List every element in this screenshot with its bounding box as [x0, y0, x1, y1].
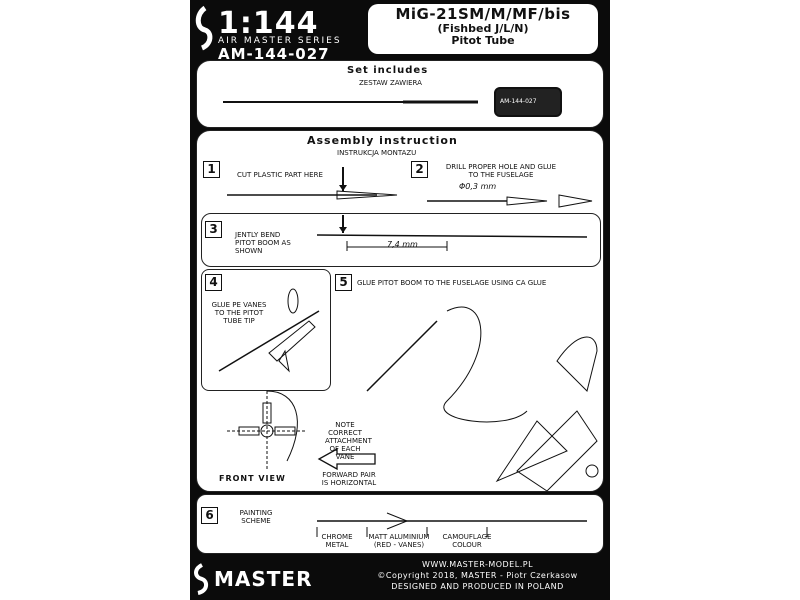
pe-fret-icon: AM-144-027 [494, 87, 562, 117]
step-4-drawing [218, 288, 320, 373]
vane-note: Note correct attachment of each vane [325, 421, 372, 461]
product-title: MiG-21SM/M/MF/bis [395, 5, 571, 23]
paint-scheme-drawing [316, 512, 587, 537]
assembly-subheading: Instrukcja montazu [337, 149, 417, 157]
master-footer-logo-icon [194, 563, 209, 595]
website-url: WWW.MASTER-MODEL.PL [421, 560, 534, 569]
scale-label: 1:144 [218, 6, 319, 41]
step-1-text: Cut plastic part here [237, 171, 323, 179]
step-2-text: Drill proper hole and glue to the fusela… [445, 163, 557, 179]
step-4-box [201, 269, 331, 391]
front-view-drawing [227, 390, 307, 471]
paint-label-aluminium: Matt aluminium (Red - Vanes) [368, 533, 430, 549]
forward-arrow-icon [317, 447, 376, 471]
pe-fret-label: AM-144-027 [500, 98, 537, 105]
master-logo-text: MASTER [214, 567, 313, 591]
step-3-drawing [316, 215, 588, 251]
paint-label-camouflage: Camouflage colour [442, 533, 492, 549]
step-4-text: Glue PE vanes to the pitot tube tip [211, 301, 267, 325]
step-6-panel: 6 Painting scheme Chrome metal Matt alum… [196, 494, 604, 554]
step-3-number: 3 [205, 221, 222, 238]
made-in-text: DESIGNED AND PRODUCED IN POLAND [391, 582, 564, 591]
set-includes-panel: Set includes Zestaw zawiera AM-144-027 [196, 60, 604, 128]
series-label: AIR MASTER SERIES [218, 36, 342, 46]
step-3-text: Jently bend pitot boom as shown [235, 231, 291, 255]
step-2-number: 2 [411, 161, 428, 178]
footer: MASTER WWW.MASTER-MODEL.PL ©Copyright 20… [190, 555, 610, 600]
step-6-text: Painting scheme [239, 509, 273, 525]
pitot-tube-part-icon [223, 100, 478, 104]
product-card: 1:144 AIR MASTER SERIES AM-144-027 MiG-2… [190, 0, 610, 600]
step-5-number: 5 [335, 274, 352, 291]
step-6-number: 6 [201, 507, 218, 524]
assembly-panel: Assembly instruction Instrukcja montazu … [196, 130, 604, 492]
product-title-variant: (Fishbed J/L/N) [437, 22, 529, 35]
front-view-label: FRONT VIEW [219, 474, 286, 483]
copyright-text: ©Copyright 2018, MASTER - Piotr Czerkaso… [377, 571, 578, 580]
title-box: MiG-21SM/M/MF/bis (Fishbed J/L/N) Pitot … [368, 4, 598, 54]
step-2-dimension: Φ0,3 mm [459, 182, 497, 191]
step-4-number: 4 [205, 274, 222, 291]
paint-label-chrome: Chrome metal [321, 533, 353, 549]
product-code: AM-144-027 [218, 45, 330, 63]
step-1-drawing [227, 167, 398, 200]
assembly-heading: Assembly instruction [307, 134, 458, 147]
step-5-drawing [366, 306, 599, 492]
forward-note: Forward pair is horizontal [321, 471, 377, 487]
product-subtitle: MiG-21SM/M/MF/bis - rurka Pitota [416, 46, 550, 54]
footer-info: WWW.MASTER-MODEL.PL ©Copyright 2018, MAS… [350, 559, 605, 592]
step-5-text: Glue pitot boom to the fuselage using CA… [357, 279, 547, 287]
step-3-box [201, 213, 601, 267]
master-logo-icon [195, 5, 213, 51]
set-heading: Set includes [347, 65, 429, 76]
set-subheading: Zestaw zawiera [359, 79, 422, 87]
step-2-drawing [427, 194, 593, 208]
step-1-number: 1 [203, 161, 220, 178]
product-title-part: Pitot Tube [451, 34, 515, 47]
step-3-dimension: 7,4 mm [387, 240, 418, 249]
